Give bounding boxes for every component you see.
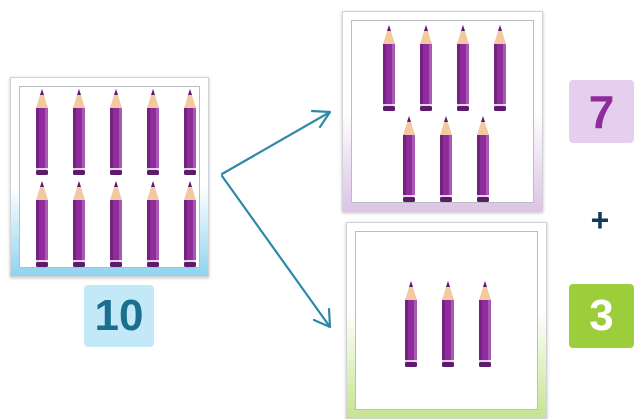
pencil-icon: [71, 88, 87, 176]
pencil-icon: [145, 88, 161, 176]
pencil-icon: [492, 24, 508, 112]
total-count-badge: 10: [84, 285, 154, 347]
pencil-icon: [381, 24, 397, 112]
pencil-group-a: [351, 20, 534, 203]
pencil-icon: [475, 115, 491, 203]
pencil-icon: [34, 180, 50, 268]
pencil-icon: [182, 88, 198, 176]
pencil-icon: [438, 115, 454, 203]
pencil-icon: [403, 280, 419, 368]
pencil-icon: [71, 180, 87, 268]
plus-sign: +: [585, 200, 615, 240]
pencil-icon: [455, 24, 471, 112]
pencil-group-b: [355, 231, 538, 410]
part-a-count-badge: 7: [569, 80, 634, 143]
pencil-icon: [440, 280, 456, 368]
pencil-icon: [401, 115, 417, 203]
pencil-group-total: [19, 86, 200, 268]
part-a-pencils-card: [342, 11, 543, 212]
pencil-icon: [182, 180, 198, 268]
arrow-up-icon: [222, 111, 330, 174]
pencil-icon: [145, 180, 161, 268]
pencil-icon: [477, 280, 493, 368]
total-pencils-card: [10, 77, 209, 277]
arrow-down-icon: [222, 176, 330, 327]
pencil-icon: [34, 88, 50, 176]
part-b-pencils-card: [346, 222, 547, 419]
pencil-icon: [108, 88, 124, 176]
pencil-icon: [418, 24, 434, 112]
pencil-icon: [108, 180, 124, 268]
part-b-count-badge: 3: [569, 284, 634, 348]
